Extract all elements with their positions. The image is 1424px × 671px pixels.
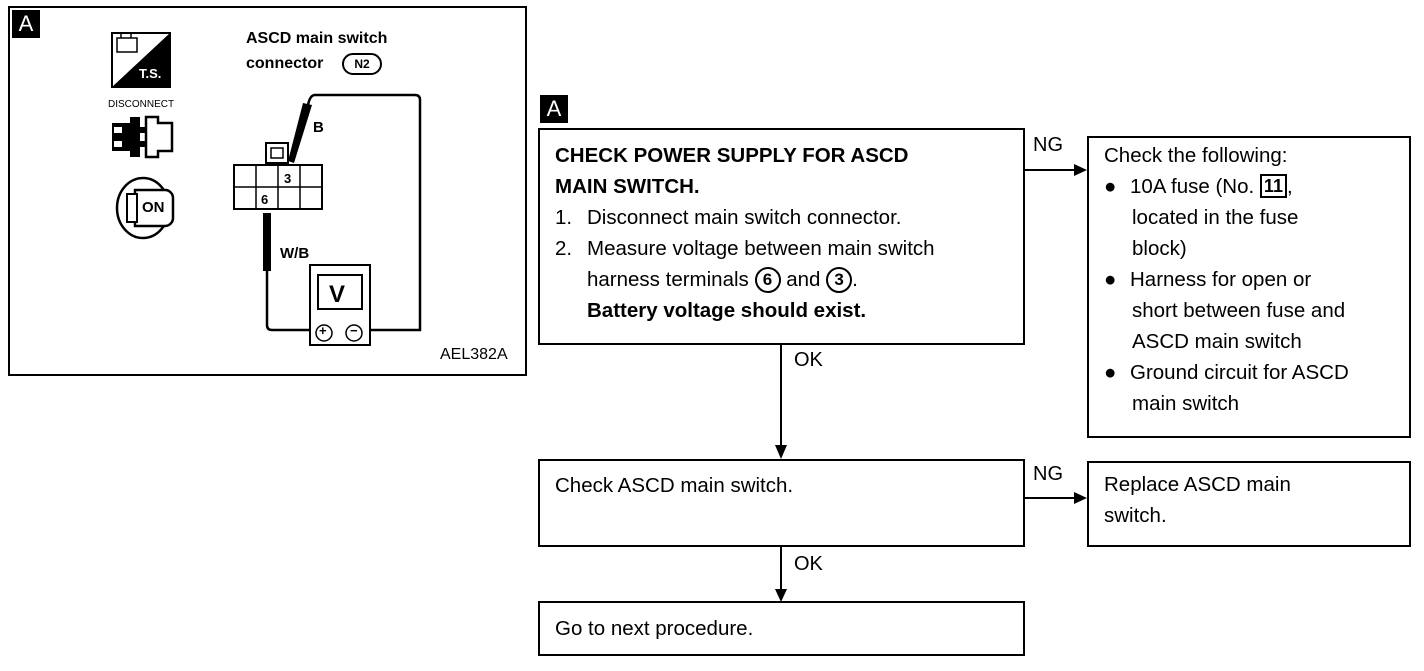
meter-minus-label: − [350,323,358,338]
flow-tag: A [540,95,568,123]
disconnect-icon [108,113,176,161]
terminal-3-badge: 3 [826,267,853,293]
bullet-dot-icon: ● [1104,361,1117,384]
check-following-box [1087,136,1411,438]
bullet-1-line2: located in the fuse [1132,206,1299,229]
connector-title-line1: ASCD main switch [246,30,388,47]
bullet-2-text: Harness for open or [1130,268,1312,291]
step1-title-line2: MAIN SWITCH. [555,175,700,198]
check-main-switch-box [538,459,1025,547]
figure-tag: A [12,10,40,38]
connector-code-badge: N2 [342,53,382,75]
step1-item1-num: 1. [555,206,573,229]
replace-line1: Replace ASCD main [1104,473,1291,496]
bullet-3-line2: main switch [1132,392,1240,415]
ok-label-2: OK [794,553,823,575]
wire-b-label: B [313,119,324,136]
ts-label: T.S. [139,66,162,81]
bullet-1-text: 10A fuse (No. [1130,175,1255,198]
connector-title-line2: connector [246,55,324,72]
voltmeter-label: V [329,281,346,308]
trouble-shooting-icon [111,32,171,88]
terminal-3-label: 3 [284,171,292,186]
step1-item1: Disconnect main switch connector. [587,206,902,229]
wiring-diagram [220,85,440,360]
ok-label-1: OK [794,349,823,371]
bullet-dot-icon: ● [1104,175,1117,198]
terminal-6-badge: 6 [754,267,781,293]
next-procedure-box [538,601,1025,656]
ng-label-1: NG [1033,134,1063,156]
ng-label-2: NG [1033,463,1063,485]
check-following-title: Check the following: [1104,144,1288,167]
wire-wb-label: W/B [280,245,310,262]
figure-id: AEL382A [440,346,508,363]
step1-item2-period: . [852,268,858,291]
step1-item2-line2: harness terminals 6 and 3. [587,264,858,295]
step1-item2-line3: Battery voltage should exist. [587,299,867,322]
terminal-6-label: 6 [261,192,269,207]
disconnect-label: DISCONNECT [108,99,175,110]
ignition-on-label: ON [142,199,165,216]
bullet-2-line2: short between fuse and [1132,299,1346,322]
step1-title-line1: CHECK POWER SUPPLY FOR ASCD [555,144,909,167]
replace-switch-box [1087,461,1411,547]
bullet-1-line3: block) [1132,237,1187,260]
step1-item2-and: and [786,268,821,291]
connector-code: N2 [354,57,370,71]
fuse-number-badge: 11 [1259,174,1287,198]
bullet-2: ● Harness for open or [1104,264,1311,295]
check-power-supply-box [538,128,1025,345]
next-procedure-text: Go to next procedure. [555,617,754,640]
meter-plus-label: + [319,323,327,338]
bullet-1-comma: , [1286,175,1293,198]
ignition-key-icon [113,172,183,242]
bullet-3-text: Ground circuit for ASCD [1130,361,1349,384]
bullet-2-line3: ASCD main switch [1132,330,1302,353]
bullet-1: ● 10A fuse (No. 11, [1104,171,1293,202]
step1-item2-line1: Measure voltage between main switch [587,237,935,260]
step2-text: Check ASCD main switch. [555,474,794,497]
bullet-dot-icon: ● [1104,268,1117,291]
step1-item2-line2-text: harness terminals [587,268,749,291]
replace-line2: switch. [1104,504,1167,527]
step1-item2-num: 2. [555,237,573,260]
bullet-3: ● Ground circuit for ASCD [1104,357,1349,388]
